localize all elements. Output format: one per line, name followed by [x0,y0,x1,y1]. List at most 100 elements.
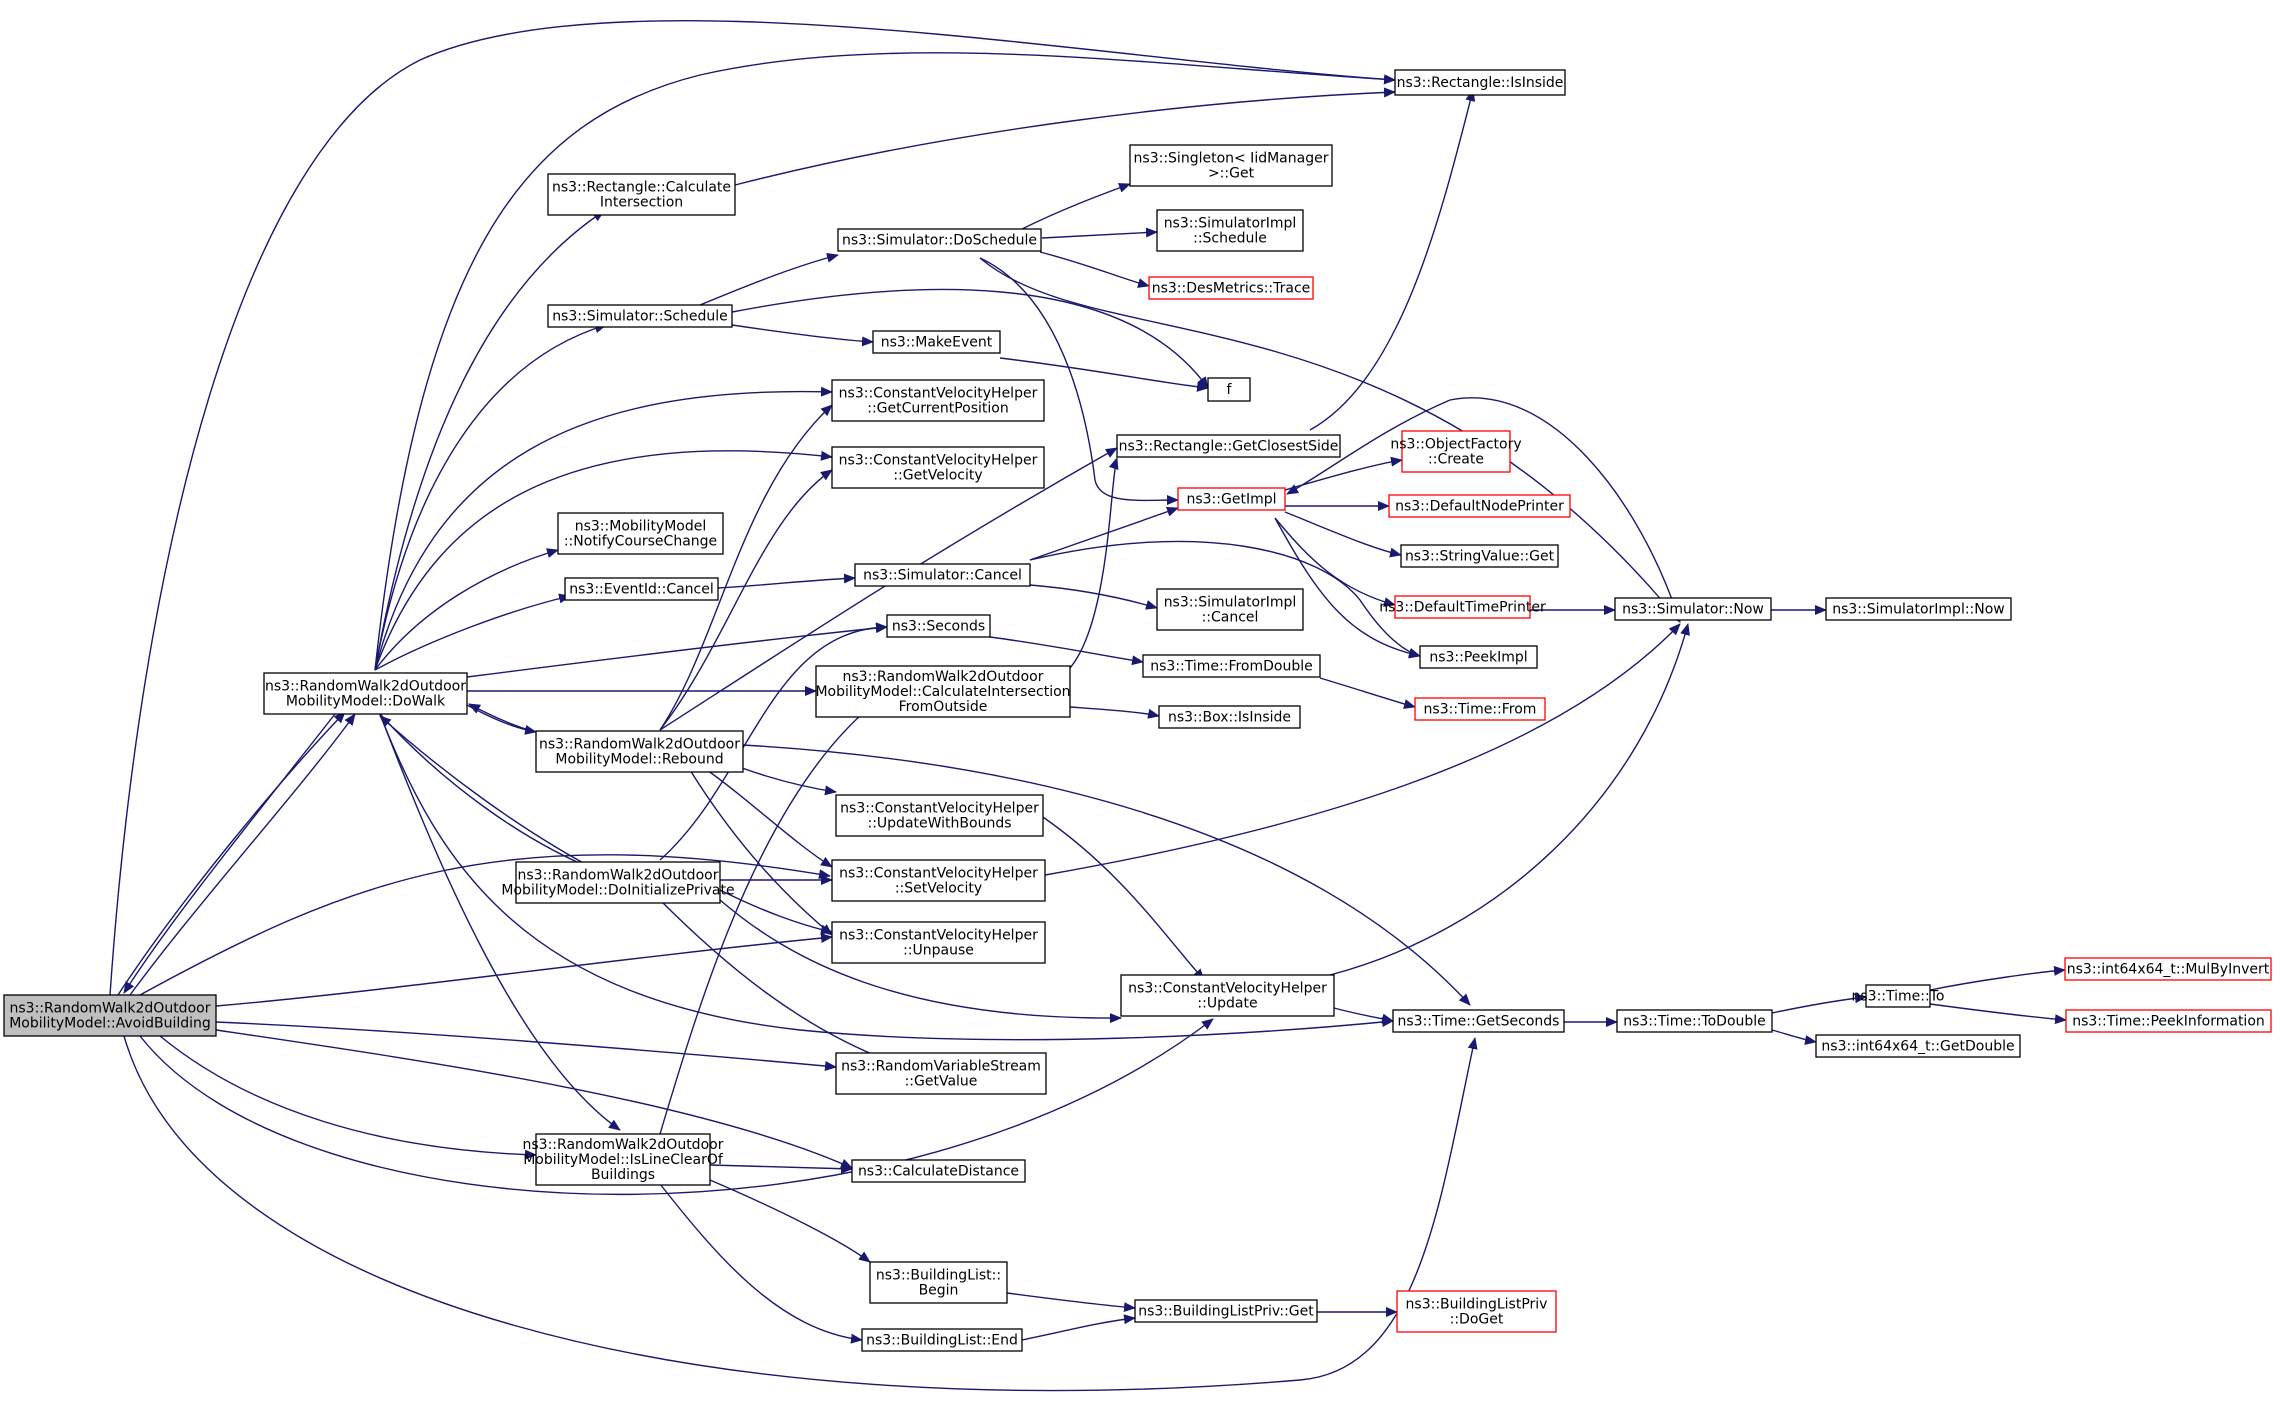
edge-avoid-dowalk [117,711,346,996]
graph-node-doschedule[interactable]: ns3::Simulator::DoSchedule [837,228,1042,252]
graph-node-blprivget[interactable]: ns3::BuildingListPriv::Get [1134,1299,1318,1323]
graph-node-timefromdouble[interactable]: ns3::Time::FromDouble [1142,654,1321,678]
node-label-line: ns3::Time::GetSeconds [1398,1014,1560,1030]
node-label-line: ::GetValue [905,1074,978,1090]
node-label-line: ::GetCurrentPosition [867,401,1008,417]
edge-dowalk-getcurpos [374,386,833,671]
node-label-line: ns3::DefaultTimePrinter [1379,600,1546,616]
edge-getimpl-deftimeprinter [1274,517,1396,607]
edge-avoid-unpause [215,933,833,1007]
graph-node-getcurpos[interactable]: ns3::ConstantVelocityHelper::GetCurrentP… [831,379,1045,422]
graph-node-simcancel[interactable]: ns3::Simulator::Cancel [854,563,1031,587]
edge-timeto-peekinfo [1929,1003,2067,1025]
graph-node-simimplnow[interactable]: ns3::SimulatorImpl::Now [1825,597,2012,621]
graph-node-simimplcancel[interactable]: ns3::SimulatorImpl::Cancel [1156,588,1304,631]
node-label-line: ns3::StringValue::Get [1405,549,1555,565]
graph-node-rvsgetvalue[interactable]: ns3::RandomVariableStream::GetValue [835,1052,1047,1095]
edge-fromdouble-timefrom [1319,677,1416,709]
graph-node-calcdist[interactable]: ns3::CalculateDistance [851,1159,1026,1183]
graph-node-defnodeprinter[interactable]: ns3::DefaultNodePrinter [1388,494,1571,518]
node-box [1158,705,1301,729]
edge-islineclear-calcdist [709,1163,853,1174]
node-label-line: ns3::GetImpl [1186,492,1276,508]
graph-node-eventcancel[interactable]: ns3::EventId::Cancel [564,577,719,601]
graph-node-rectinside[interactable]: ns3::Rectangle::IsInside [1394,69,1566,96]
graph-node-rectcalc[interactable]: ns3::Rectangle::CalculateIntersection [547,173,736,216]
edge-todouble-getdouble [1771,1029,1817,1045]
node-label-line: ::Create [1428,452,1484,468]
graph-node-timefrom[interactable]: ns3::Time::From [1414,697,1546,721]
graph-node-getvel[interactable]: ns3::ConstantVelocityHelper::GetVelocity [831,446,1045,489]
graph-node-todouble[interactable]: ns3::Time::ToDouble [1616,1009,1773,1033]
graph-node-setvel[interactable]: ns3::ConstantVelocityHelper::SetVelocity [831,859,1046,902]
node-box [1142,654,1321,678]
graph-node-closest[interactable]: ns3::Rectangle::GetClosestSide [1116,434,1341,458]
node-label-line: ns3::int64x64_t::GetDouble [1821,1039,2014,1055]
edge-rebound-getseconds [742,744,1471,1006]
graph-node-simnow[interactable]: ns3::Simulator::Now [1614,597,1772,621]
edge-simschedule-f [731,288,1209,389]
graph-node-objfactory[interactable]: ns3::ObjectFactory::Create [1390,430,1522,473]
graph-node-makeevent[interactable]: ns3::MakeEvent [872,330,1001,354]
graph-node-doinit[interactable]: ns3::RandomWalk2dOutdoorMobilityModel::D… [501,861,735,904]
graph-node-singleton[interactable]: ns3::Singleton< IidManager >::Get [1129,144,1333,187]
graph-node-notify[interactable]: ns3::MobilityModel::NotifyCourseChange [557,512,724,555]
edge-rebound-getvel [659,469,833,731]
graph-node-peekimpl[interactable]: ns3::PeekImpl [1419,645,1538,669]
graph-node-getimpl[interactable]: ns3::GetImpl [1177,487,1286,511]
graph-node-unpause[interactable]: ns3::ConstantVelocityHelper::Unpause [831,921,1046,964]
graph-node-calcintersect[interactable]: ns3::RandomWalk2dOutdoorMobilityModel::C… [815,665,1071,718]
graph-node-timeto[interactable]: ns3::Time::To [1852,984,1945,1008]
node-label-line: ::Update [1197,996,1257,1012]
graph-node-update[interactable]: ns3::ConstantVelocityHelper::Update [1120,974,1335,1017]
node-box [1177,487,1286,511]
node-label-line: ns3::Time::To [1852,989,1945,1005]
graph-node-simimplsched[interactable]: ns3::SimulatorImpl::Schedule [1156,209,1304,252]
node-label-line: ns3::Time::ToDouble [1623,1014,1766,1030]
node-label-line: MobilityModel::IsLineClearOf [523,1152,724,1168]
graph-node-peekinfo[interactable]: ns3::Time::PeekInformation [2065,1009,2272,1033]
graph-node-blbegin[interactable]: ns3::BuildingList::Begin [869,1261,1008,1304]
node-label-line: ns3::Simulator::Schedule [552,309,728,325]
node-label-line: ns3::Singleton< IidManager [1134,151,1329,167]
graph-node-blend[interactable]: ns3::BuildingList::End [861,1328,1023,1352]
graph-node-avoid[interactable]: ns3::RandomWalk2dOutdoorMobilityModel::A… [3,994,217,1037]
node-label-line: ns3::EventId::Cancel [569,582,714,598]
node-box [861,1328,1023,1352]
graph-node-deftimeprinter[interactable]: ns3::DefaultTimePrinter [1379,595,1546,619]
node-label-line: ns3::MobilityModel [575,519,707,535]
graph-node-boxinside[interactable]: ns3::Box::IsInside [1158,705,1301,729]
graph-node-rebound[interactable]: ns3::RandomWalk2dOutdoorMobilityModel::R… [535,730,744,773]
node-box [1207,377,1251,402]
graph-node-getdouble[interactable]: ns3::int64x64_t::GetDouble [1815,1034,2021,1058]
node-box [3,994,217,1037]
edge-avoid-calcdist [215,1029,853,1169]
edge-doinit-seconds [659,622,888,861]
node-label-line: ns3::Seconds [892,619,985,635]
graph-node-islineclear[interactable]: ns3::RandomWalk2dOutdoorMobilityModel::I… [523,1133,724,1186]
graph-node-getseconds[interactable]: ns3::Time::GetSeconds [1392,1009,1565,1033]
node-box [1394,595,1531,619]
node-box [1825,597,2012,621]
graph-node-mulbyinvert[interactable]: ns3::int64x64_t::MulByInvert [2064,957,2272,981]
node-label-line: MobilityModel::Rebound [555,752,723,768]
node-box [557,512,724,555]
node-label-line: ns3::Simulator::Cancel [863,568,1022,584]
graph-node-f[interactable]: f [1207,377,1251,402]
node-box [263,672,468,715]
graph-node-seconds[interactable]: ns3::Seconds [886,614,991,638]
graph-node-updatebounds[interactable]: ns3::ConstantVelocityHelper::UpdateWithB… [835,794,1044,837]
graph-node-desmetrics[interactable]: ns3::DesMetrics::Trace [1148,276,1314,300]
edge-rebound-unpause [689,769,833,936]
edge-avoid-dowalk-2 [129,713,356,996]
graph-node-blprivdoget[interactable]: ns3::BuildingListPriv::DoGet [1396,1290,1557,1333]
graph-node-dowalk[interactable]: ns3::RandomWalk2dOutdoorMobilityModel::D… [263,672,468,715]
edge-dowalk-simschedule [374,323,607,671]
graph-node-simschedule[interactable]: ns3::Simulator::Schedule [547,304,733,328]
graph-node-strvalget[interactable]: ns3::StringValue::Get [1400,544,1559,568]
edge-doschedule-desmetrics [1039,251,1150,288]
node-label-line: MobilityModel::DoInitializePrivate [501,883,734,899]
edge-getimpl-strvalget [1284,511,1402,558]
edge-dowalk-getseconds [379,713,1394,1041]
